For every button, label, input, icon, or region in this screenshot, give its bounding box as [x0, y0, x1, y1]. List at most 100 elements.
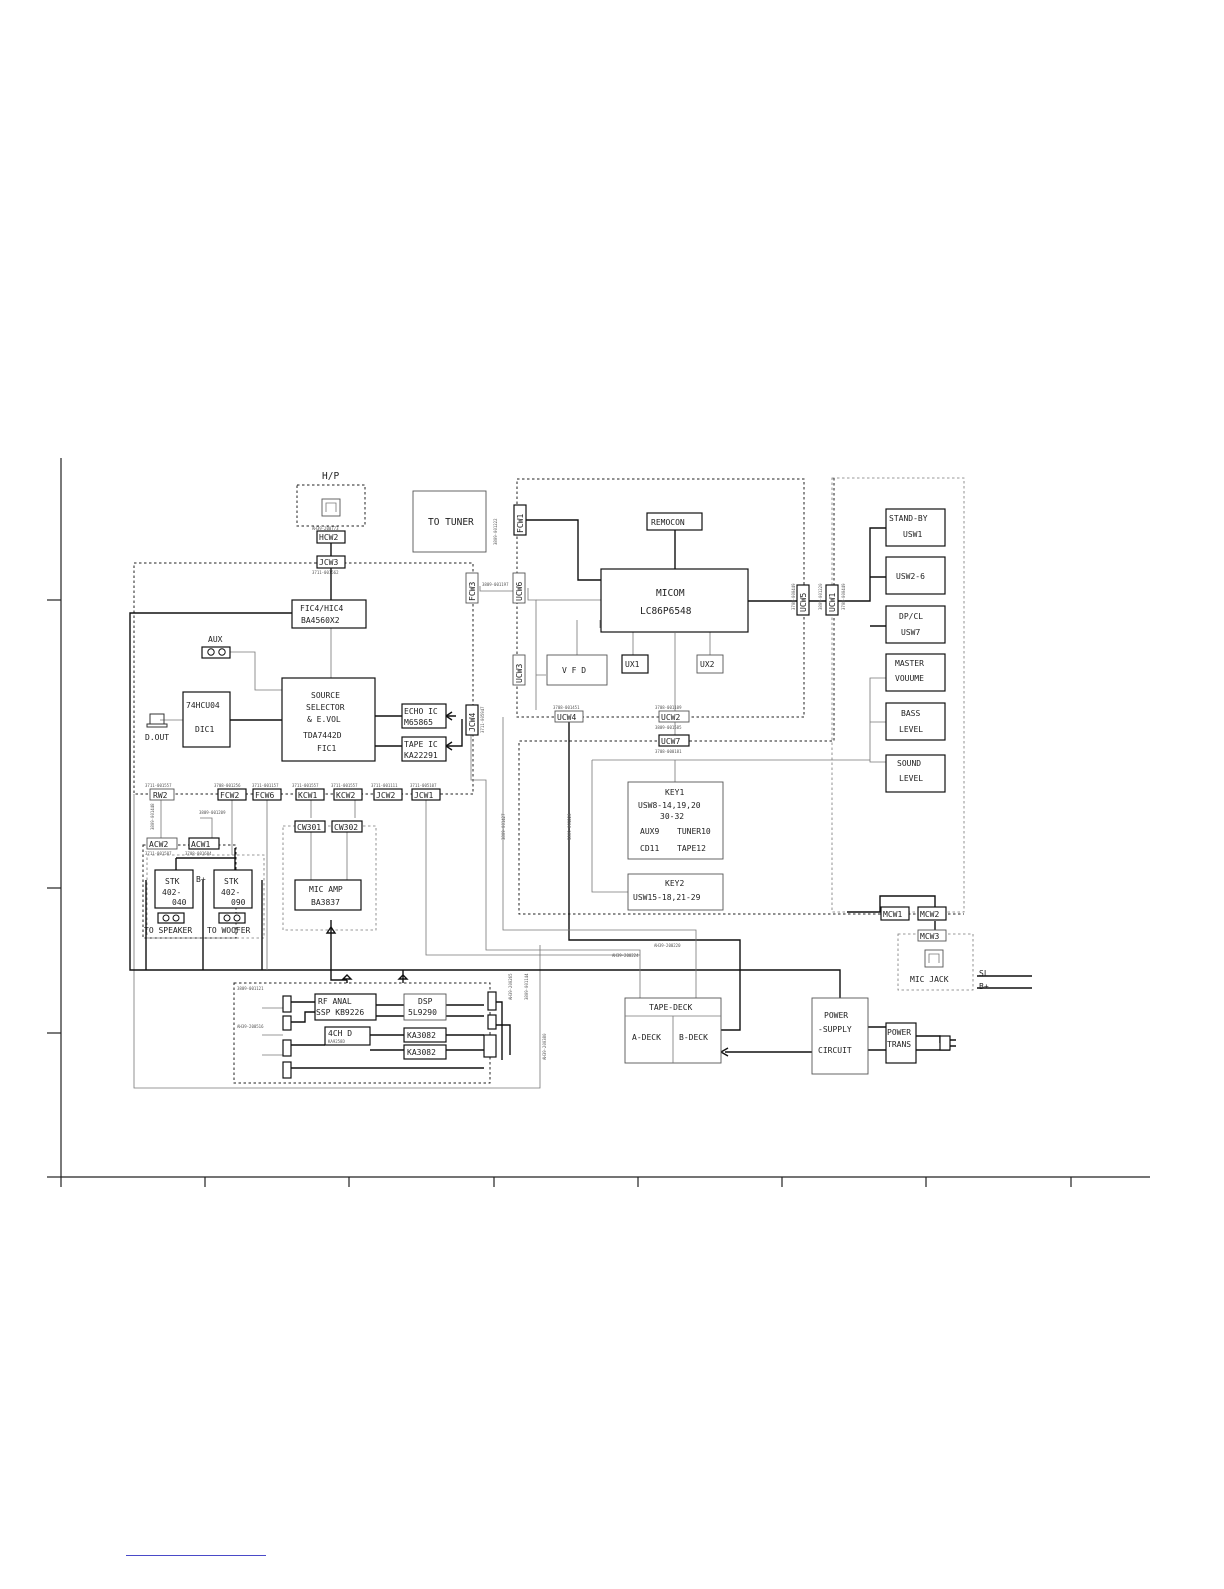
usw2-6-block: USW2-6	[885, 556, 946, 595]
svg-text:ACW2: ACW2	[149, 840, 168, 849]
svg-text:TAPE IC: TAPE IC	[404, 740, 438, 749]
svg-text:090: 090	[231, 898, 246, 907]
connector-fcw3: FCW3	[465, 572, 479, 604]
svg-text:SOUND: SOUND	[897, 759, 921, 768]
connector-ucw7: UCW7	[658, 734, 690, 747]
svg-text:USW8-14,19,20: USW8-14,19,20	[638, 801, 701, 810]
svg-text:KA22291: KA22291	[404, 751, 438, 760]
part-number: 3711-001587	[145, 851, 172, 856]
svg-text:B-DECK: B-DECK	[679, 1033, 708, 1042]
svg-text:USW15-18,21-29: USW15-18,21-29	[633, 893, 701, 902]
svg-text:TAPE12: TAPE12	[677, 844, 706, 853]
part-number: AH39-200516	[237, 1024, 264, 1029]
svg-text:JCW1: JCW1	[414, 791, 433, 800]
svg-text:FCW6: FCW6	[255, 791, 274, 800]
svg-text:-SUPPLY: -SUPPLY	[818, 1025, 852, 1034]
stand-by-block: STAND-BY USW1	[885, 508, 946, 547]
svg-text:MCW2: MCW2	[920, 910, 939, 919]
svg-text:UCW3: UCW3	[515, 664, 524, 683]
svg-text:UX2: UX2	[700, 660, 715, 669]
to-woofer-label: TO WOOFER	[207, 926, 251, 935]
power-trans-block: POWER TRANS	[885, 1022, 917, 1064]
svg-text:KEY1: KEY1	[665, 788, 684, 797]
svg-text:UCW6: UCW6	[515, 582, 524, 601]
key1-block: KEY1 USW8-14,19,20 30-32 AUX9 TUNER10 CD…	[627, 781, 724, 860]
svg-text:UCW1: UCW1	[828, 593, 837, 612]
svg-text:KCW2: KCW2	[336, 791, 355, 800]
page-frame	[47, 458, 1150, 1187]
svg-text:BASS: BASS	[901, 709, 920, 718]
svg-text:JCW4: JCW4	[468, 713, 477, 732]
part-number: AH39-200380	[542, 1033, 547, 1060]
connector-cw301: CW301	[294, 820, 326, 833]
svg-text:FCW3: FCW3	[468, 582, 477, 601]
power-supply-block: POWER -SUPPLY CIRCUIT	[811, 997, 869, 1075]
connector-rw2: RW2	[149, 788, 175, 801]
part-number: 3708-001451	[553, 705, 580, 710]
legend-b-plus: B+	[979, 982, 989, 991]
4ch-d-block: 4CH D KA9258D	[324, 1026, 371, 1046]
connector-ucw1: UCW1	[825, 584, 839, 616]
svg-text:402-: 402-	[162, 888, 181, 897]
part-number: AH39-200773	[312, 526, 339, 531]
mic-amp-block: MIC AMP BA3837	[294, 879, 362, 911]
speaker-jack-icon	[157, 912, 185, 924]
svg-text:402-: 402-	[221, 888, 240, 897]
svg-text:CW301: CW301	[297, 823, 321, 832]
part-number: AH39-200220	[654, 943, 681, 948]
part-number: 3711-001557	[145, 783, 172, 788]
svg-text:KA3082: KA3082	[407, 1048, 436, 1057]
svg-text:MIC AMP: MIC AMP	[309, 885, 343, 894]
connector-fcw6: FCW6	[252, 788, 282, 801]
svg-text:KCW1: KCW1	[298, 791, 317, 800]
svg-text:A-DECK: A-DECK	[632, 1033, 661, 1042]
remocon-block: REMOCON	[646, 512, 703, 531]
part-number: 3708-001256	[214, 783, 241, 788]
svg-text:TDA7442D: TDA7442D	[303, 731, 342, 740]
key2-block: KEY2 USW15-18,21-29	[627, 873, 724, 911]
sound-level-block: SOUND LEVEL	[885, 754, 946, 793]
svg-text:M65865: M65865	[404, 718, 433, 727]
part-number: 3809-001226	[567, 813, 572, 840]
svg-text:BA4560X2: BA4560X2	[301, 616, 340, 625]
connector-ucw3: UCW3	[512, 654, 526, 686]
svg-text:& E.VOL: & E.VOL	[307, 715, 341, 724]
tape-deck-block: TAPE-DECK A-DECK B-DECK	[624, 997, 722, 1064]
to-speaker-label: TO SPEAKER	[144, 926, 192, 935]
d-out-label: D.OUT	[145, 733, 169, 742]
part-number: 3708-000449	[791, 583, 796, 610]
connector-ucw2: UCW2	[658, 710, 690, 723]
svg-text:STK: STK	[165, 877, 180, 886]
woofer-jack-icon	[218, 912, 246, 924]
dic1-block: 74HCU04 DIC1	[182, 691, 231, 748]
svg-text:KA3082: KA3082	[407, 1031, 436, 1040]
svg-text:KEY2: KEY2	[665, 879, 684, 888]
svg-text:JCW3: JCW3	[319, 558, 338, 567]
svg-text:TAPE-DECK: TAPE-DECK	[649, 1003, 693, 1012]
svg-text:FIC1: FIC1	[317, 744, 336, 753]
part-number: 3809-001197	[482, 582, 509, 587]
svg-text:4CH D: 4CH D	[328, 1029, 352, 1038]
connector-mcw3: MCW3	[917, 929, 947, 942]
svg-text:USW1: USW1	[903, 530, 922, 539]
svg-text:UCW2: UCW2	[661, 713, 680, 722]
footer-link-underline	[126, 1555, 266, 1556]
connector-ucw4: UCW4	[554, 710, 584, 723]
connector-kcw1: KCW1	[295, 788, 325, 801]
svg-text:RW2: RW2	[153, 791, 168, 800]
vfd-block: V F D	[546, 654, 608, 686]
part-number: AH39-200265	[508, 973, 513, 1000]
svg-text:TUNER10: TUNER10	[677, 827, 711, 836]
connector-ucw6: UCW6	[512, 572, 526, 604]
svg-text:UCW7: UCW7	[661, 737, 680, 746]
tape-ic-block: TAPE IC KA22291	[401, 736, 447, 762]
part-number: 3809-001121	[237, 986, 264, 991]
svg-text:DIC1: DIC1	[195, 725, 214, 734]
svg-text:TO TUNER: TO TUNER	[428, 517, 474, 528]
svg-text:MCW1: MCW1	[883, 910, 902, 919]
source-selector-block: SOURCE SELECTOR & E.VOL TDA7442D FIC1	[281, 677, 376, 762]
bass-level-block: BASS LEVEL	[885, 702, 946, 741]
stk1-block: STK 402- 040	[154, 869, 194, 909]
